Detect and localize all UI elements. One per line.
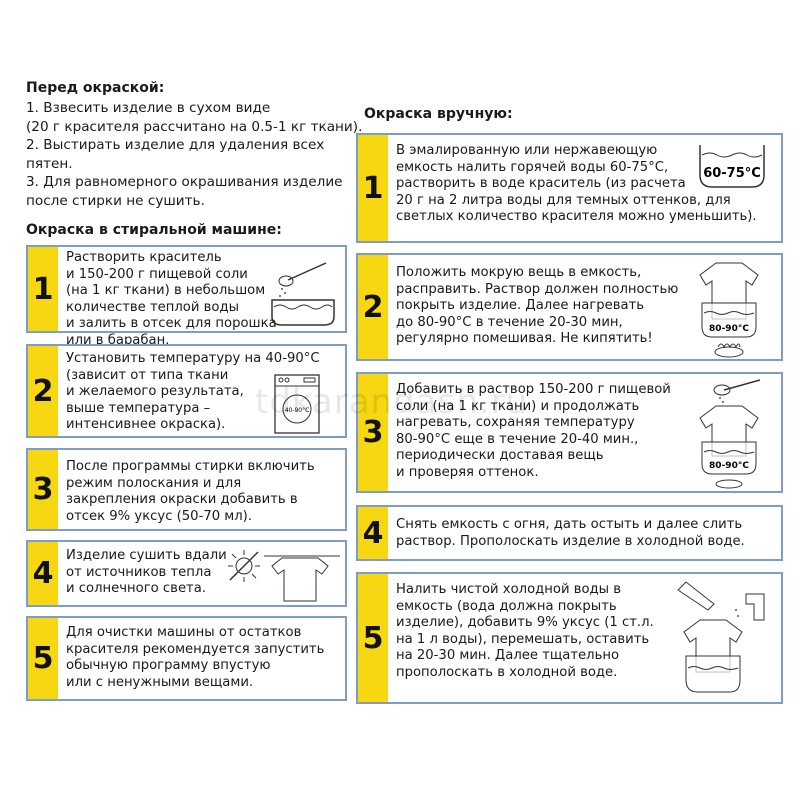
step-number: 3	[358, 374, 388, 491]
machine-step-3: 3 После программы стирки включить режим …	[26, 448, 347, 531]
step-text: Добавить в раствор 150-200 г пищевой сол…	[396, 382, 671, 480]
vinegar-tap-tshirt-icon	[677, 581, 765, 693]
step-text: Установить температуру на 40-90°С (завис…	[66, 351, 320, 432]
step-text: Снять емкость с огня, дать остыть и дале…	[396, 517, 745, 549]
step-number: 5	[28, 618, 58, 699]
washing-machine-icon: 40-90°С	[274, 374, 320, 434]
step-number: 2	[358, 255, 388, 359]
machine-step-2: 2 Установить температуру на 40-90°С (зав…	[26, 344, 347, 438]
step-text: Налить чистой холодной воды в емкость (в…	[396, 582, 654, 680]
machine-step-4: 4 Изделие сушить вдали от источников теп…	[26, 540, 347, 607]
step-text: В эмалированную или нержавеющую емкость …	[396, 143, 757, 224]
step-number: 4	[28, 542, 58, 605]
before-line: пятен.	[26, 155, 73, 172]
no-sun-drying-icon	[228, 550, 340, 602]
manual-title: Окраска вручную:	[364, 106, 513, 122]
machine-title: Окраска в стиральной машине:	[26, 222, 282, 238]
temperature-label: 80-90°C	[709, 461, 749, 471]
step-number: 3	[28, 450, 58, 529]
before-line: 2. Выстирать изделие для удаления всех	[26, 137, 325, 153]
step-number: 1	[358, 135, 388, 241]
step-text: Растворить краситель и 150-200 г пищевой…	[66, 250, 277, 348]
step-number: 5	[358, 574, 388, 702]
step-text: После программы стирки включить режим по…	[66, 459, 315, 524]
bowl-with-salt-icon	[271, 262, 335, 326]
manual-step-5: 5 Налить чистой холодной воды в емкость …	[356, 572, 783, 704]
manual-step-1: 1 В эмалированную или нержавеющую емкост…	[356, 133, 783, 243]
machine-step-5: 5 Для очистки машины от остатков красите…	[26, 616, 347, 701]
tshirt-pot-salt-icon: 80-90°C	[699, 379, 761, 489]
before-line: 3. Для равномерного окрашивания изделие	[26, 174, 343, 190]
manual-step-4: 4 Снять емкость с огня, дать остыть и да…	[356, 505, 783, 561]
temperature-label: 60-75°C	[703, 166, 761, 181]
step-text: Для очистки машины от остатков красителя…	[66, 625, 325, 690]
manual-step-3: 3 Добавить в раствор 150-200 г пищевой с…	[356, 372, 783, 493]
machine-step-1: 1 Растворить краситель и 150-200 г пищев…	[26, 245, 347, 348]
step-number: 1	[28, 247, 58, 331]
watermark: tdkarandash.ru	[255, 382, 529, 422]
before-title: Перед окраской:	[26, 80, 165, 96]
step-text: Изделие сушить вдали от источников тепла…	[66, 548, 227, 596]
hot-water-pot-icon: 60-75°C	[699, 145, 765, 188]
step-number: 4	[358, 507, 388, 559]
before-line: (20 г красителя рассчитано на 0.5-1 кг т…	[26, 118, 363, 135]
before-list: 1. Взвесить изделие в сухом виде (20 г к…	[26, 99, 363, 210]
before-line: 1. Взвесить изделие в сухом виде	[26, 100, 271, 116]
before-line: после стирки не сушить.	[26, 192, 205, 209]
temperature-label: 80-90°C	[709, 324, 749, 334]
manual-step-2: 2 Положить мокрую вещь в емкость, распра…	[356, 253, 783, 361]
temperature-label: 40-90°С	[285, 407, 310, 414]
step-number: 2	[28, 346, 58, 436]
step-text: Положить мокрую вещь в емкость, расправи…	[396, 265, 679, 346]
tshirt-in-pot-icon: 80-90°C	[699, 262, 759, 358]
